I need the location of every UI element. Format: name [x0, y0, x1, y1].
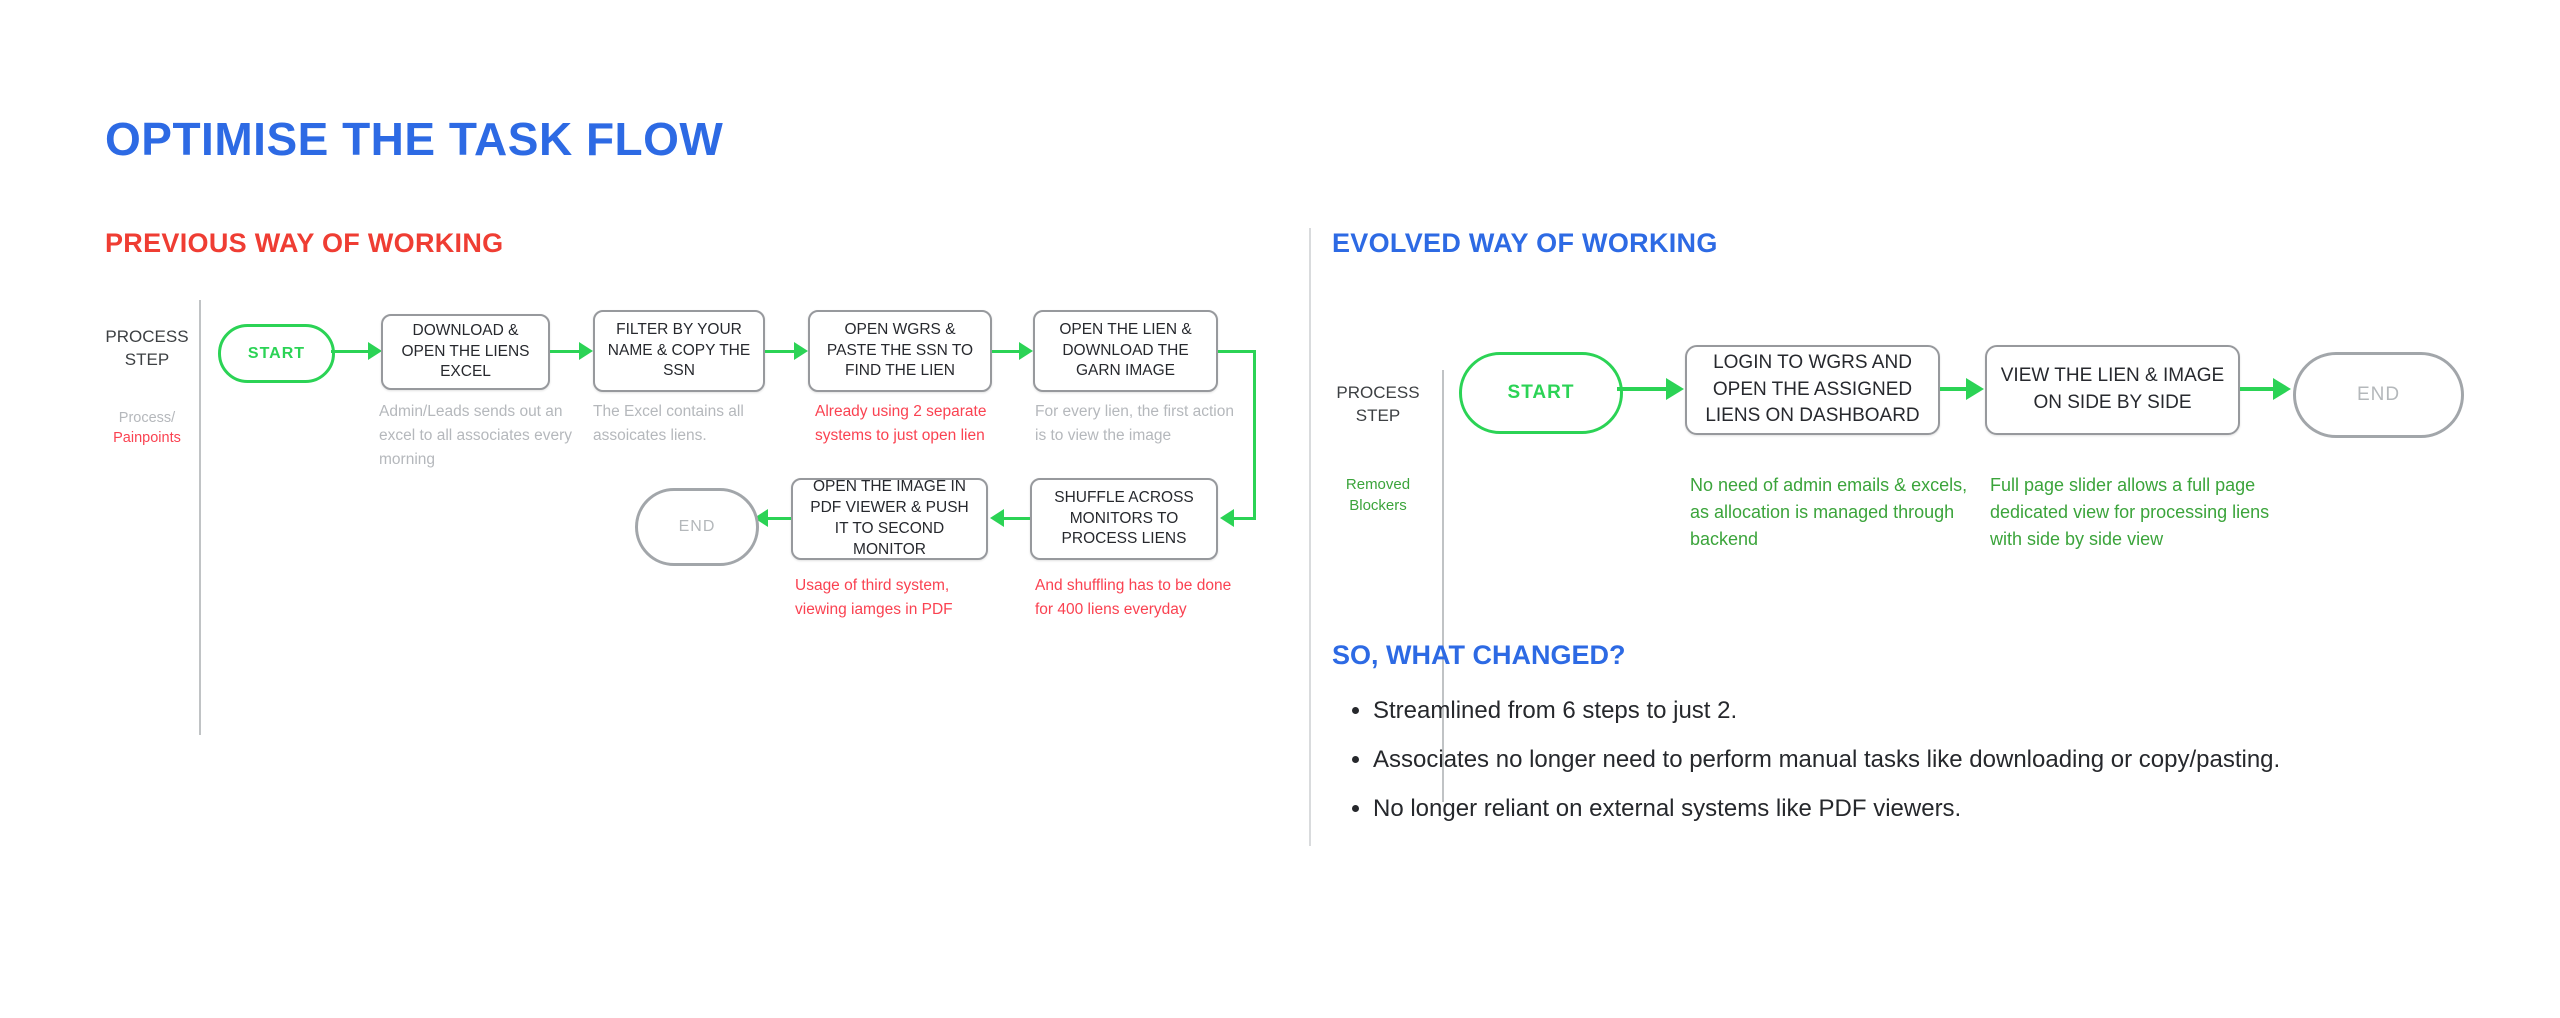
flow-step-login-wgrs: LOGIN TO WGRS AND OPEN THE ASSIGNED LIEN… [1685, 345, 1940, 435]
arrow-left-icon [1220, 509, 1234, 527]
step-caption-improvement: Full page slider allows a full page dedi… [1990, 475, 2270, 549]
flow-step-open-lien: OPEN THE LIEN & DOWNLOAD THE GARN IMAGE [1033, 310, 1218, 392]
elbow-connector [1253, 350, 1256, 519]
evolved-section-header: EVOLVED WAY OF WORKING [1332, 228, 1718, 258]
previous-start-node: START [218, 324, 335, 383]
step-caption: For every lien, the first action is to v… [1035, 403, 1234, 445]
flow-step-open-wgrs: OPEN WGRS & PASTE THE SSN TO FIND THE LI… [808, 310, 992, 392]
arrow-right-icon [1666, 378, 1684, 400]
previous-section-header: PREVIOUS WAY OF WORKING [105, 228, 504, 258]
flow-step-download-excel: DOWNLOAD & OPEN THE LIENS EXCEL [381, 314, 550, 390]
changes-header: SO, WHAT CHANGED? [1332, 640, 1626, 670]
evolved-process-step-label: PROCESS STEP [1336, 383, 1420, 425]
flow-step-pdf-viewer: OPEN THE IMAGE IN PDF VIEWER & PUSH IT T… [791, 478, 988, 560]
arrow-right-icon [1617, 387, 1669, 391]
removed-blockers-label: Removed Blockers [1345, 476, 1411, 514]
arrow-right-icon [1940, 387, 1969, 391]
painpoints-sublabel: Painpoints [113, 430, 181, 447]
flow-step-filter-name: FILTER BY YOUR NAME & COPY THE SSN [593, 310, 765, 392]
arrow-right-icon [765, 350, 796, 353]
evolved-label-divider [1442, 370, 1444, 802]
arrow-right-icon [550, 350, 581, 353]
section-divider [1309, 228, 1311, 846]
arrow-left-icon [1004, 517, 1030, 520]
previous-label-divider [199, 300, 201, 735]
arrow-right-icon [2273, 378, 2291, 400]
step-caption: Admin/Leads sends out an excel to all as… [379, 403, 572, 469]
arrow-right-icon [579, 342, 593, 360]
changes-list: Streamlined from 6 steps to just 2. Asso… [1345, 696, 2525, 843]
arrow-right-icon [2240, 387, 2276, 391]
arrow-right-icon [331, 350, 369, 353]
elbow-connector [1218, 350, 1256, 353]
step-caption-painpoint: Usage of third system, viewing iamges in… [795, 577, 953, 619]
change-item: Streamlined from 6 steps to just 2. [1373, 696, 2525, 726]
step-caption-improvement: No need of admin emails & excels, as all… [1690, 475, 1968, 549]
evolved-end-node: END [2293, 352, 2464, 438]
evolved-start-node: START [1459, 352, 1623, 434]
previous-end-node: END [635, 488, 759, 566]
arrow-left-icon [990, 509, 1004, 527]
previous-process-step-label: PROCESS STEP [105, 327, 189, 369]
flow-step-view-side-by-side: VIEW THE LIEN & IMAGE ON SIDE BY SIDE [1985, 345, 2240, 435]
elbow-connector [1234, 517, 1256, 520]
step-caption-painpoint: And shuffling has to be done for 400 lie… [1035, 577, 1232, 619]
flow-step-shuffle-monitors: SHUFFLE ACROSS MONITORS TO PROCESS LIENS [1030, 478, 1218, 560]
arrow-right-icon [368, 342, 382, 360]
arrow-right-icon [992, 350, 1021, 353]
page-title: OPTIMISE THE TASK FLOW [105, 113, 724, 165]
previous-painpoints-label: Process/ Painpoints [92, 408, 202, 449]
change-item: Associates no longer need to perform man… [1373, 745, 2525, 775]
arrow-left-icon [767, 517, 791, 520]
arrow-right-icon [794, 342, 808, 360]
change-item: No longer reliant on external systems li… [1373, 794, 2525, 824]
arrow-right-icon [1966, 378, 1984, 400]
arrow-right-icon [1019, 342, 1033, 360]
step-caption: The Excel contains all assoicates liens. [593, 403, 744, 445]
step-caption-painpoint: Already using 2 separate systems to just… [815, 403, 987, 445]
process-sublabel: Process/ [118, 410, 176, 426]
